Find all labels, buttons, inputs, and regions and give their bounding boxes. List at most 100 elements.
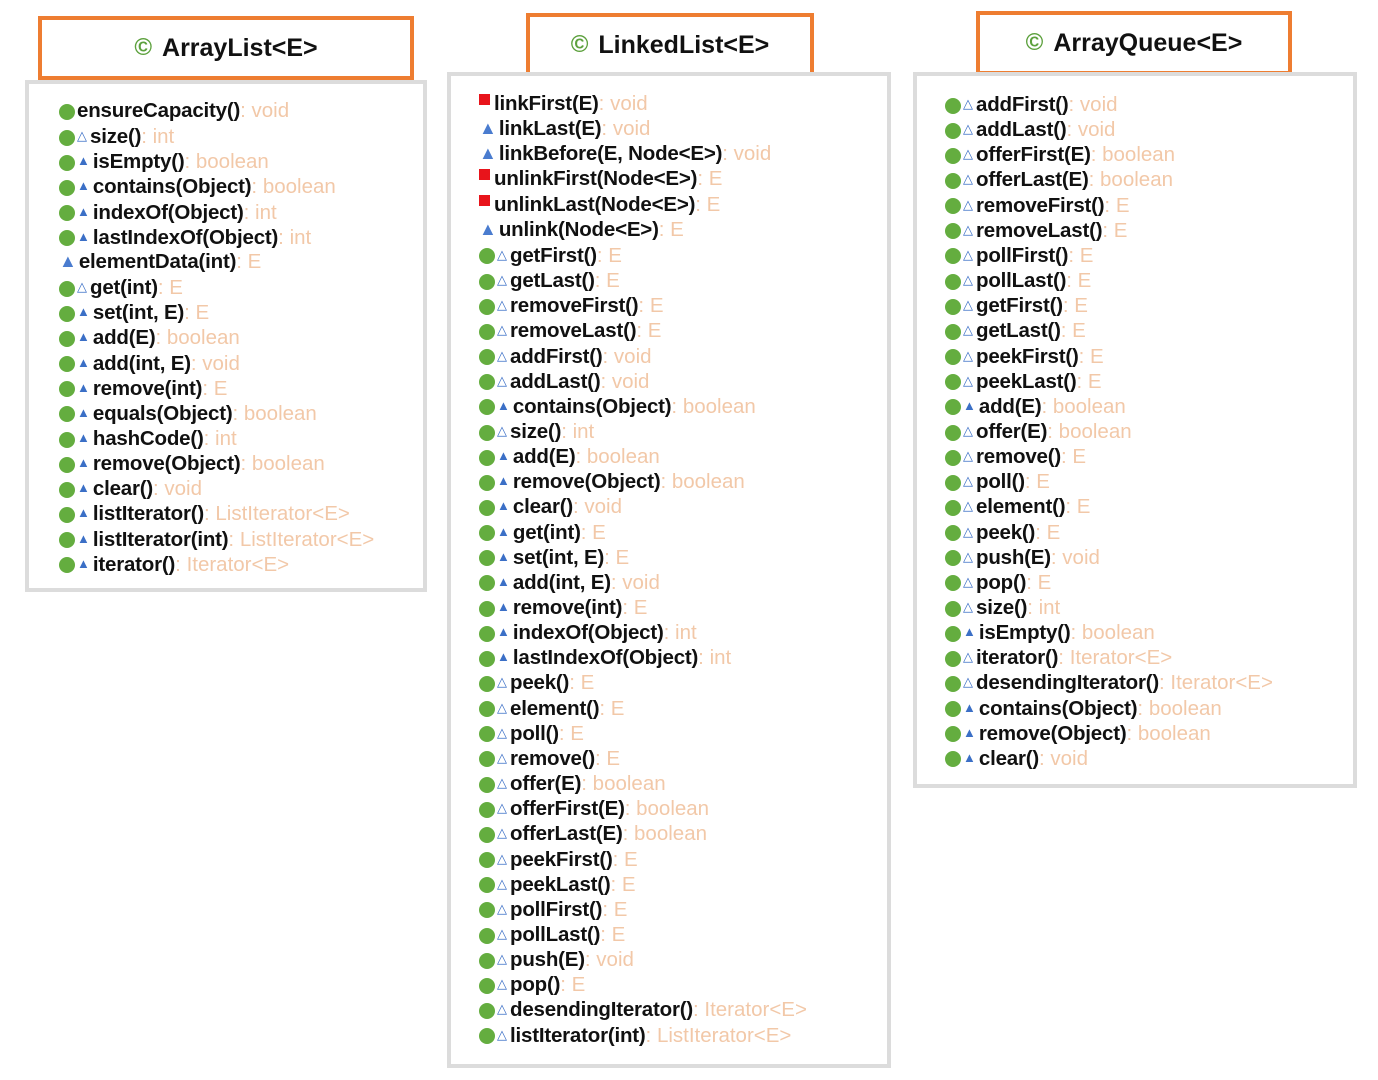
- return-type: : E: [1104, 193, 1130, 217]
- member-row: △peekFirst(): E: [479, 846, 638, 871]
- method-signature: listIterator(int): [92, 527, 229, 551]
- member-row: ▲add(int, E): void: [479, 569, 660, 594]
- member-row: △peekLast(): E: [945, 368, 1102, 393]
- method-dot-icon: [59, 406, 75, 423]
- return-type: : int: [663, 621, 697, 645]
- visibility-filled-triangle-icon: ▲: [497, 649, 510, 665]
- visibility-filled-triangle-icon: ▲: [963, 724, 976, 740]
- method-signature: pollFirst(): [976, 243, 1069, 267]
- visibility-filled-triangle-icon: ▲: [497, 498, 510, 514]
- member-row: △offerFirst(E): boolean: [945, 141, 1175, 166]
- member-row: △poll(): E: [479, 720, 584, 745]
- member-row: △push(E): void: [479, 946, 634, 971]
- visibility-filled-triangle-icon: ▲: [497, 473, 510, 489]
- visibility-outline-triangle-icon: △: [963, 599, 973, 614]
- return-type: : E: [1066, 269, 1092, 293]
- member-row: ▲clear(): void: [945, 745, 1088, 770]
- class-name: LinkedList<E>: [598, 30, 770, 59]
- method-dot-icon: [59, 180, 75, 197]
- method-dot-icon: [945, 600, 961, 617]
- visibility-outline-triangle-icon: △: [963, 422, 973, 438]
- visibility-outline-triangle-icon: △: [963, 473, 973, 489]
- member-row: linkFirst(E): void: [479, 91, 648, 116]
- visibility-outline-triangle-icon: △: [963, 322, 973, 338]
- method-signature: removeLast(): [510, 319, 637, 343]
- method-dot-icon: [479, 499, 495, 516]
- method-signature: unlinkFirst(Node<E>): [494, 167, 698, 191]
- return-type: : E: [1068, 243, 1094, 267]
- member-row: △pop(): E: [945, 569, 1051, 594]
- return-type: : int: [243, 200, 277, 224]
- visibility-filled-triangle-icon: ▲: [77, 203, 90, 219]
- return-type: : E: [604, 545, 630, 569]
- method-dot-icon: [945, 97, 961, 114]
- method-signature: equals(Object): [92, 401, 233, 425]
- visibility-filled-triangle-icon: ▲: [77, 429, 90, 445]
- method-dot-icon: [945, 575, 961, 592]
- visibility-outline-triangle-icon: △: [963, 221, 973, 237]
- member-row: ▲indexOf(Object): int: [479, 619, 697, 644]
- member-row: △offerLast(E): boolean: [479, 820, 707, 845]
- member-row: △size(): int: [59, 123, 174, 148]
- member-row: △getFirst(): E: [945, 292, 1088, 317]
- visibility-outline-triangle-icon: △: [963, 96, 973, 111]
- method-dot-icon: [945, 625, 961, 642]
- method-signature: unlinkLast(Node<E>): [494, 192, 696, 216]
- class-name: ArrayQueue<E>: [1053, 28, 1243, 57]
- method-signature: peekFirst(): [510, 847, 613, 871]
- member-list-linkedlist: linkFirst(E): void▲linkLast(E): void▲lin…: [447, 72, 891, 1068]
- method-signature: addFirst(): [976, 93, 1069, 116]
- return-type: : E: [697, 167, 723, 191]
- method-signature: clear(): [92, 477, 154, 501]
- member-row: △size(): int: [945, 594, 1060, 619]
- return-type: : E: [622, 596, 648, 619]
- return-type: : E: [596, 243, 622, 267]
- member-row: △peekFirst(): E: [945, 343, 1104, 368]
- return-type: : void: [1066, 118, 1116, 142]
- return-type: : void: [240, 99, 290, 122]
- method-dot-icon: [945, 751, 961, 768]
- package-triangle-icon: ▲: [479, 118, 497, 139]
- member-row: △addLast(): void: [945, 116, 1115, 141]
- method-dot-icon: [479, 349, 495, 366]
- member-row: ▲get(int): E: [479, 519, 606, 544]
- visibility-filled-triangle-icon: ▲: [497, 573, 510, 589]
- return-type: : boolean: [1090, 143, 1176, 167]
- member-row: △remove(): E: [479, 745, 620, 770]
- method-dot-icon: [59, 481, 75, 498]
- method-dot-icon: [479, 424, 495, 441]
- member-row: △removeLast(): E: [945, 217, 1127, 242]
- method-signature: linkFirst(E): [494, 92, 599, 115]
- return-type: : void: [584, 948, 634, 972]
- method-signature: iterator(): [976, 646, 1059, 670]
- visibility-filled-triangle-icon: ▲: [963, 699, 976, 715]
- visibility-filled-triangle-icon: ▲: [77, 329, 90, 345]
- visibility-filled-triangle-icon: ▲: [963, 749, 976, 765]
- member-row: △offerFirst(E): boolean: [479, 795, 709, 820]
- method-dot-icon: [479, 273, 495, 290]
- return-type: : void: [610, 570, 660, 594]
- method-signature: isEmpty(): [978, 621, 1071, 645]
- method-dot-icon: [479, 374, 495, 391]
- return-type: : int: [203, 426, 237, 450]
- method-dot-icon: [945, 550, 961, 567]
- method-dot-icon: [479, 726, 495, 743]
- member-row: △getLast(): E: [479, 267, 620, 292]
- method-dot-icon: [479, 600, 495, 617]
- return-type: : ListIterator<E>: [228, 527, 375, 551]
- method-signature: peekFirst(): [976, 344, 1079, 368]
- visibility-outline-triangle-icon: △: [77, 128, 87, 144]
- package-triangle-icon: ▲: [479, 143, 497, 164]
- method-signature: pollLast(): [510, 922, 601, 946]
- method-dot-icon: [945, 122, 961, 139]
- visibility-filled-triangle-icon: ▲: [963, 624, 976, 640]
- method-dot-icon: [479, 776, 495, 793]
- visibility-outline-triangle-icon: △: [497, 1026, 507, 1042]
- method-dot-icon: [479, 751, 495, 768]
- visibility-outline-triangle-icon: △: [963, 171, 973, 187]
- method-dot-icon: [945, 198, 961, 215]
- method-signature: poll(): [510, 721, 559, 745]
- return-type: : E: [236, 249, 262, 273]
- method-dot-icon: [945, 474, 961, 491]
- package-triangle-icon: ▲: [59, 250, 77, 271]
